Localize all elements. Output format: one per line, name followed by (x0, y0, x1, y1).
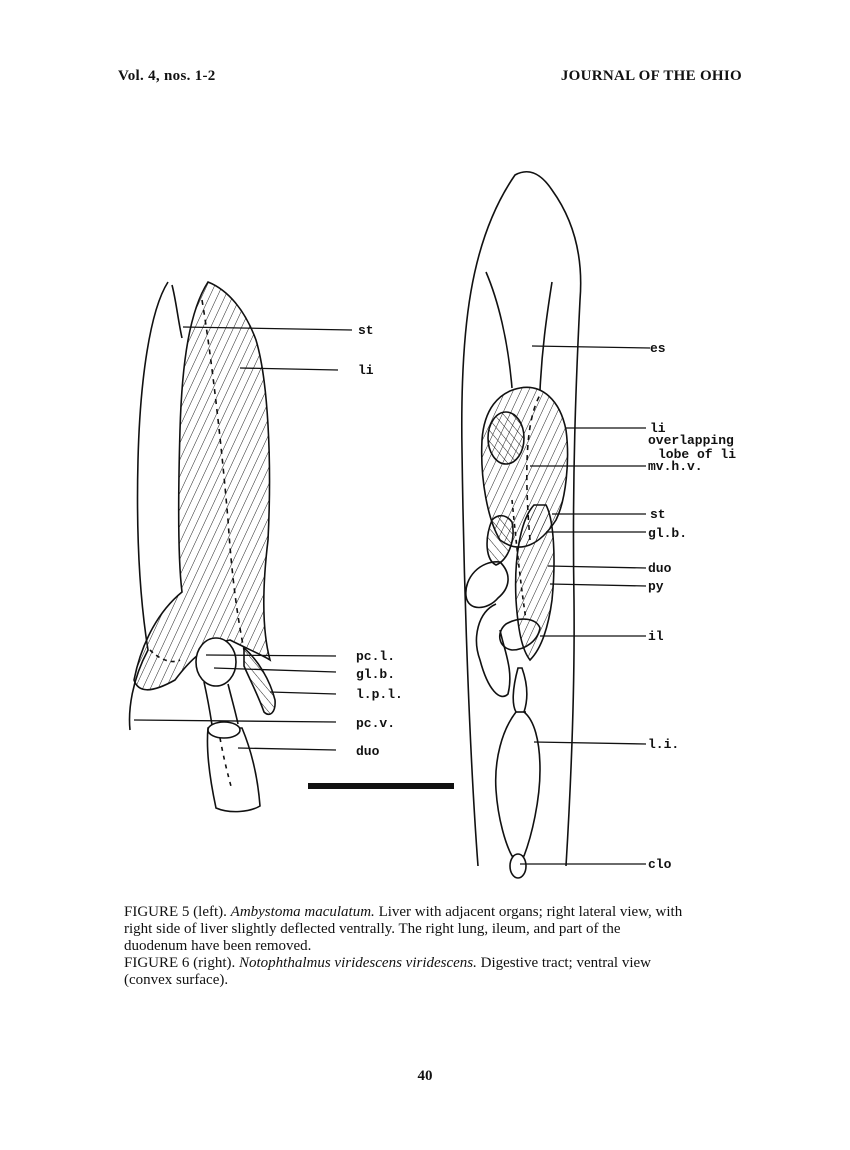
label-lobe-of-li: lobe of li (658, 447, 736, 462)
figure-6-labels: es li overlapping lobe of li mv.h.v. st … (648, 341, 736, 872)
label-mv-h-v: mv.h.v. (648, 459, 703, 474)
duodenum-fig6 (465, 561, 509, 609)
label-l-i: l.i. (648, 737, 679, 752)
page-number: 40 (417, 1068, 433, 1084)
figure-5-drawing (128, 281, 454, 813)
figure-5-labels: st li pc.l. gl.b. l.p.l. pc.v. duo (356, 323, 403, 759)
label-st: st (650, 507, 666, 522)
figure-caption: FIGURE 5 (left). Ambystoma maculatum. Li… (124, 904, 684, 989)
label-duo: duo (356, 744, 380, 759)
caption-fig6-label: FIGURE 6 (right). (124, 955, 236, 971)
caption-fig5-species: Ambystoma maculatum. (230, 904, 375, 920)
label-overlapping: overlapping (648, 433, 734, 448)
ileum-loop (499, 618, 541, 651)
running-header-journal: JOURNAL OF THE OHIO (560, 68, 742, 84)
label-li: li (358, 363, 374, 378)
label-l-p-l: l.p.l. (356, 687, 403, 702)
running-header-volume: Vol. 4, nos. 1-2 (118, 68, 216, 84)
label-py: py (648, 579, 664, 594)
label-es: es (650, 341, 666, 356)
label-pc-l: pc.l. (356, 649, 395, 664)
gall-bladder-fig6 (486, 514, 514, 566)
caption-fig5-text: Liver with adjacent organs; right latera… (124, 904, 683, 954)
label-il: il (648, 629, 664, 644)
caption-fig5-label: FIGURE 5 (left). (124, 904, 227, 920)
liver-fig5 (133, 281, 272, 691)
duodenum-fig5 (206, 727, 261, 813)
caption-fig6-text: Digestive tract; ventral view (convex su… (124, 955, 651, 988)
label-pc-v: pc.v. (356, 716, 395, 731)
gall-bladder-fig5 (195, 637, 237, 687)
overlapping-lobe (487, 411, 525, 465)
label-st: st (358, 323, 374, 338)
label-duo: duo (648, 561, 672, 576)
left-posterior-lobe (243, 646, 276, 716)
cloaca (509, 853, 527, 879)
label-li: li (650, 421, 666, 436)
caption-fig6-species: Notophthalmus viridescens viridescens. (239, 955, 477, 971)
label-gl-b: gl.b. (356, 667, 395, 682)
figure-6-drawing (460, 171, 651, 879)
label-gl-b: gl.b. (648, 526, 687, 541)
label-clo: clo (648, 857, 672, 872)
anatomical-figures: st li pc.l. gl.b. l.p.l. pc.v. duo (128, 171, 736, 879)
